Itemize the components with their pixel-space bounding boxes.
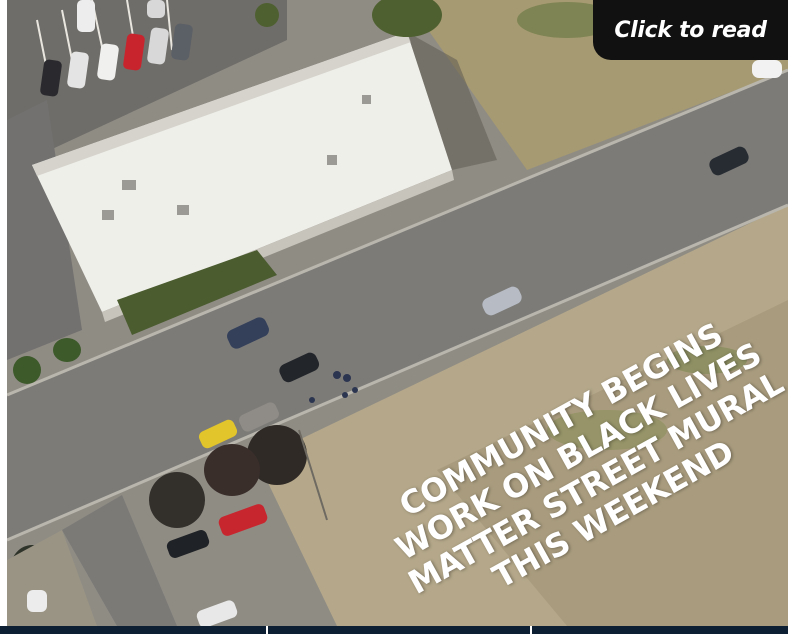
- bottom-bar-divider: [266, 626, 268, 634]
- bottom-bar-divider: [530, 626, 532, 634]
- left-margin: [0, 0, 7, 626]
- click-to-read-button[interactable]: Click to read: [593, 0, 788, 60]
- aerial-photo: Click to read COMMUNITY BEGINS WORK ON B…: [7, 0, 788, 626]
- aerial-photo-drawing: [7, 0, 788, 626]
- bottom-nav-bar: [0, 626, 788, 634]
